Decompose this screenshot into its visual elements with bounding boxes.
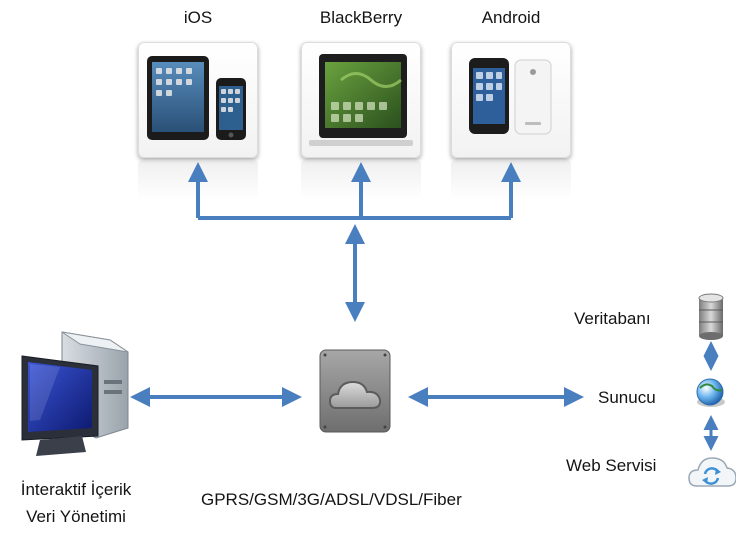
network-label: GPRS/GSM/3G/ADSL/VDSL/Fiber (201, 490, 462, 509)
android-label: Android (481, 8, 541, 27)
ios-label: iOS (183, 8, 213, 27)
ios-devices-icon (147, 56, 246, 140)
ios-device-card (138, 42, 258, 158)
webservice-label: Web Servisi (566, 456, 657, 475)
blackberry-tablet-icon (309, 54, 413, 146)
management-label-line1: İnteraktif İçerik (20, 480, 132, 499)
blackberry-device-card (301, 42, 421, 158)
server-label: Sunucu (598, 388, 656, 407)
management-label-line2: Veri Yönetimi (26, 507, 126, 526)
android-tablet-icon (469, 58, 552, 135)
blackberry-label: BlackBerry (319, 8, 403, 27)
android-device-card (451, 42, 571, 158)
database-label: Veritabanı (574, 309, 651, 328)
